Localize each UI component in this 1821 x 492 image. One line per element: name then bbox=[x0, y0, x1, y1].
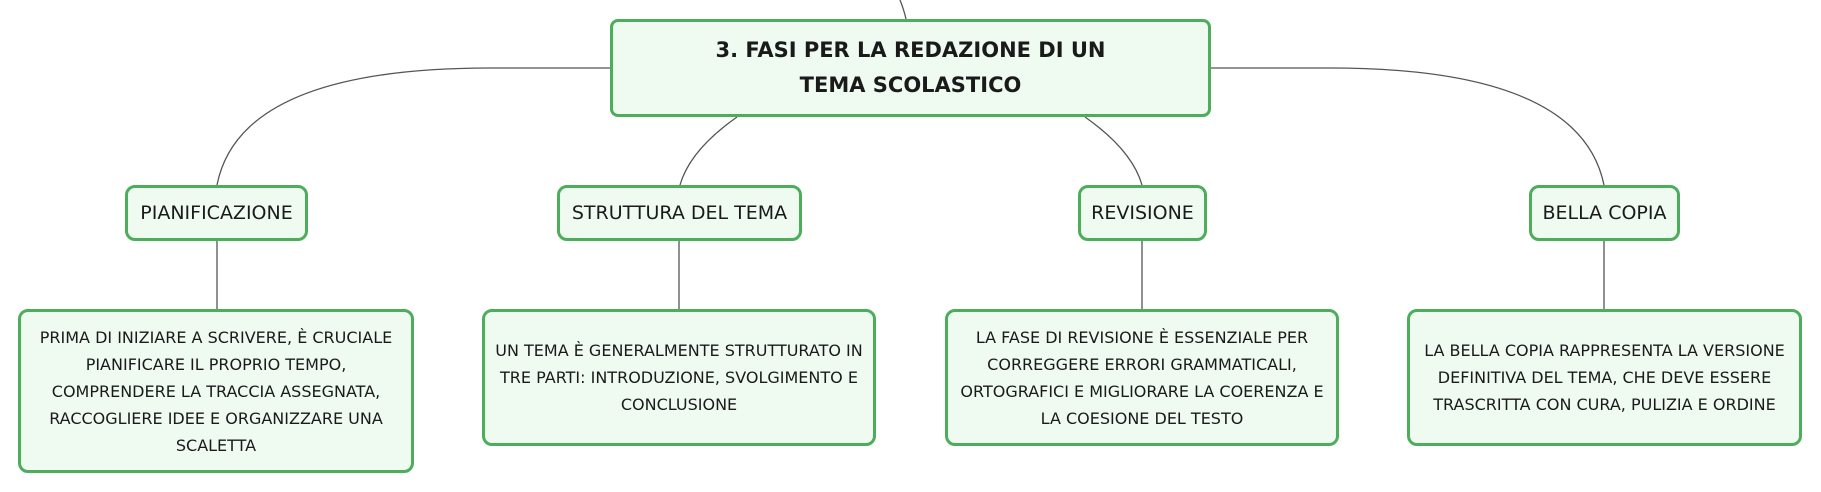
detail-revisione[interactable]: LA FASE DI REVISIONE È ESSENZIALE PER CO… bbox=[945, 309, 1339, 446]
detail-struttura-del-tema[interactable]: UN TEMA È GENERALMENTE STRUTTURATO IN TR… bbox=[482, 309, 876, 446]
connector-root-revisione bbox=[1084, 116, 1143, 186]
branch-label: PIANIFICAZIONE bbox=[140, 202, 293, 224]
detail-text: LA BELLA COPIA RAPPRESENTA LA VERSIONE D… bbox=[1424, 341, 1785, 414]
detail-text: UN TEMA È GENERALMENTE STRUTTURATO IN TR… bbox=[495, 341, 863, 414]
branch-label: BELLA COPIA bbox=[1542, 202, 1667, 224]
detail-text: PRIMA DI INIZIARE A SCRIVERE, È CRUCIALE… bbox=[39, 327, 393, 455]
branch-struttura-del-tema[interactable]: STRUTTURA DEL TEMA bbox=[557, 185, 802, 241]
connector-root-bella-copia bbox=[1211, 67, 1605, 186]
root-topic-title: 3. FASI PER LA REDAZIONE DI UN TEMA SCOL… bbox=[715, 38, 1106, 97]
connector-parent-stub bbox=[899, 0, 907, 20]
connector-root-struttura bbox=[679, 116, 738, 186]
root-topic[interactable]: 3. FASI PER LA REDAZIONE DI UN TEMA SCOL… bbox=[610, 19, 1211, 117]
connector-root-pianificazione bbox=[216, 67, 610, 186]
detail-text: LA FASE DI REVISIONE È ESSENZIALE PER CO… bbox=[960, 327, 1324, 428]
detail-pianificazione[interactable]: PRIMA DI INIZIARE A SCRIVERE, È CRUCIALE… bbox=[18, 309, 414, 473]
branch-label: REVISIONE bbox=[1091, 202, 1194, 224]
branch-label: STRUTTURA DEL TEMA bbox=[571, 202, 788, 224]
branch-revisione[interactable]: REVISIONE bbox=[1078, 185, 1207, 241]
detail-bella-copia[interactable]: LA BELLA COPIA RAPPRESENTA LA VERSIONE D… bbox=[1407, 309, 1802, 446]
branch-pianificazione[interactable]: PIANIFICAZIONE bbox=[125, 185, 308, 241]
branch-bella-copia[interactable]: BELLA COPIA bbox=[1529, 185, 1680, 241]
